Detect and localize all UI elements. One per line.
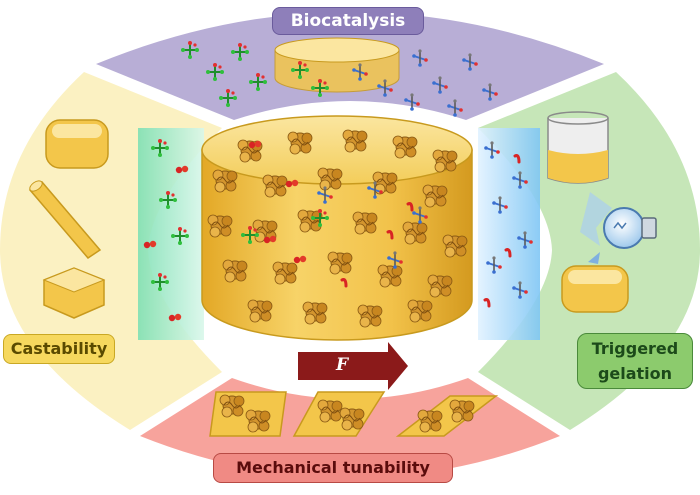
left-substrate-panel — [138, 128, 204, 340]
beaker — [548, 112, 608, 183]
gel-sample-1 — [210, 392, 286, 436]
label-castability: Castability — [3, 334, 115, 364]
label-triggered-gelation: Triggered gelation — [577, 333, 693, 389]
cast-cube — [46, 120, 108, 168]
central-hydrogel — [202, 116, 472, 340]
label-biocatalysis: Biocatalysis — [272, 7, 424, 35]
force-label: F — [336, 355, 348, 375]
label-mechanical-tunability: Mechanical tunability — [213, 453, 453, 483]
sheared-gel-samples — [210, 392, 496, 436]
gel-block — [562, 266, 628, 312]
right-product-panel — [478, 128, 540, 340]
force-arrow — [298, 342, 408, 390]
